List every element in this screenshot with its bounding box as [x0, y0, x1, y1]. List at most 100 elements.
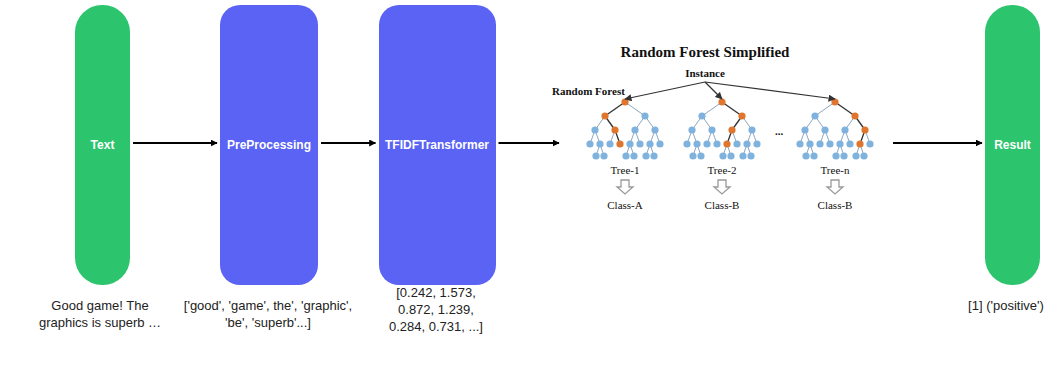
tree-node	[727, 152, 734, 159]
tree-node	[743, 140, 750, 147]
tree-label: Tree-2	[692, 163, 752, 177]
tree-node	[739, 152, 746, 159]
tree-node	[851, 112, 858, 119]
tree-node	[650, 152, 657, 159]
flow-arrow	[321, 142, 376, 144]
tree-node	[621, 98, 628, 105]
tree-node	[631, 126, 638, 133]
figure-label: Random Forest	[552, 84, 625, 98]
tree-node	[642, 152, 649, 159]
figure-label: Instance	[665, 66, 745, 80]
tree-node	[586, 140, 593, 147]
tree-node	[753, 140, 760, 147]
node-label: Text	[91, 138, 115, 152]
tree-node	[611, 126, 618, 133]
tree-node	[796, 140, 803, 147]
node-label: PreProcessing	[227, 138, 311, 152]
result-arrow	[714, 180, 730, 194]
tree-node	[651, 126, 658, 133]
node-label: Result	[994, 138, 1031, 152]
decision-tree	[796, 98, 873, 159]
tree-node	[606, 140, 613, 147]
class-label: Class-B	[800, 198, 870, 212]
tree-branch	[815, 102, 835, 116]
tree-node	[626, 140, 633, 147]
tree-node	[688, 126, 695, 133]
flow-arrow	[499, 142, 560, 144]
tree-node	[596, 140, 603, 147]
tree-node	[806, 140, 813, 147]
tree-node	[728, 126, 735, 133]
ellipsis-mark: ...	[764, 124, 794, 138]
instance-arrow	[705, 82, 722, 99]
tree-node	[738, 112, 745, 119]
tree-label: Tree-n	[805, 163, 865, 177]
result-arrow	[827, 180, 843, 194]
tree-node	[693, 140, 700, 147]
tree-node	[866, 140, 873, 147]
tree-node	[811, 112, 818, 119]
tree-branch	[835, 102, 855, 116]
tree-node	[748, 126, 755, 133]
tree-branch	[625, 102, 645, 116]
tree-node	[697, 152, 704, 159]
class-label: Class-B	[687, 198, 757, 212]
tree-node	[840, 152, 847, 159]
tree-branch	[702, 102, 722, 116]
tree-node	[718, 98, 725, 105]
tree-node	[846, 140, 853, 147]
tree-node	[713, 140, 720, 147]
tree-label: Tree-1	[595, 163, 655, 177]
class-label: Class-A	[590, 198, 660, 212]
tree-node	[831, 98, 838, 105]
tree-node	[860, 152, 867, 159]
instance-arrow	[625, 82, 705, 99]
tree-node	[646, 140, 653, 147]
panel-title: Random Forest Simplified	[621, 44, 790, 61]
tree-node	[852, 152, 859, 159]
input-pill: Text	[75, 5, 130, 285]
tree-branch	[605, 102, 625, 116]
tree-node	[719, 152, 726, 159]
vector-values: [0.242, 1.573, 0.872, 1.239, 0.284, 0.73…	[384, 285, 488, 336]
tree-node	[801, 126, 808, 133]
process-box: PreProcessing	[220, 5, 318, 285]
tree-node	[600, 152, 607, 159]
tree-node	[836, 140, 843, 147]
tree-node	[841, 126, 848, 133]
tree-node	[821, 126, 828, 133]
token-list: ['good', 'game', the', 'graphic', 'be', …	[174, 298, 362, 332]
tree-node	[683, 140, 690, 147]
tree-node	[856, 140, 863, 147]
tree-node	[592, 152, 599, 159]
tree-node	[723, 140, 730, 147]
tree-branch	[722, 102, 742, 116]
tree-node	[689, 152, 696, 159]
flow-arrow	[133, 142, 217, 144]
tree-node	[630, 152, 637, 159]
tree-node	[810, 152, 817, 159]
tree-node	[861, 126, 868, 133]
tree-node	[708, 126, 715, 133]
tree-node	[616, 140, 623, 147]
node-label: TFIDFTransformer	[385, 138, 489, 152]
tree-node	[698, 112, 705, 119]
tree-node	[622, 152, 629, 159]
tree-node	[826, 140, 833, 147]
output-pill: Result	[985, 5, 1040, 285]
tree-node	[636, 140, 643, 147]
tree-node	[656, 140, 663, 147]
decision-tree	[683, 98, 760, 159]
tree-node	[747, 152, 754, 159]
tree-node	[641, 112, 648, 119]
tree-node	[733, 140, 740, 147]
instance-arrow	[705, 82, 835, 99]
flow-arrow	[893, 142, 982, 144]
tree-node	[802, 152, 809, 159]
prediction-output: [1] ('positive')	[956, 298, 1056, 315]
tree-node	[591, 126, 598, 133]
tree-node	[703, 140, 710, 147]
